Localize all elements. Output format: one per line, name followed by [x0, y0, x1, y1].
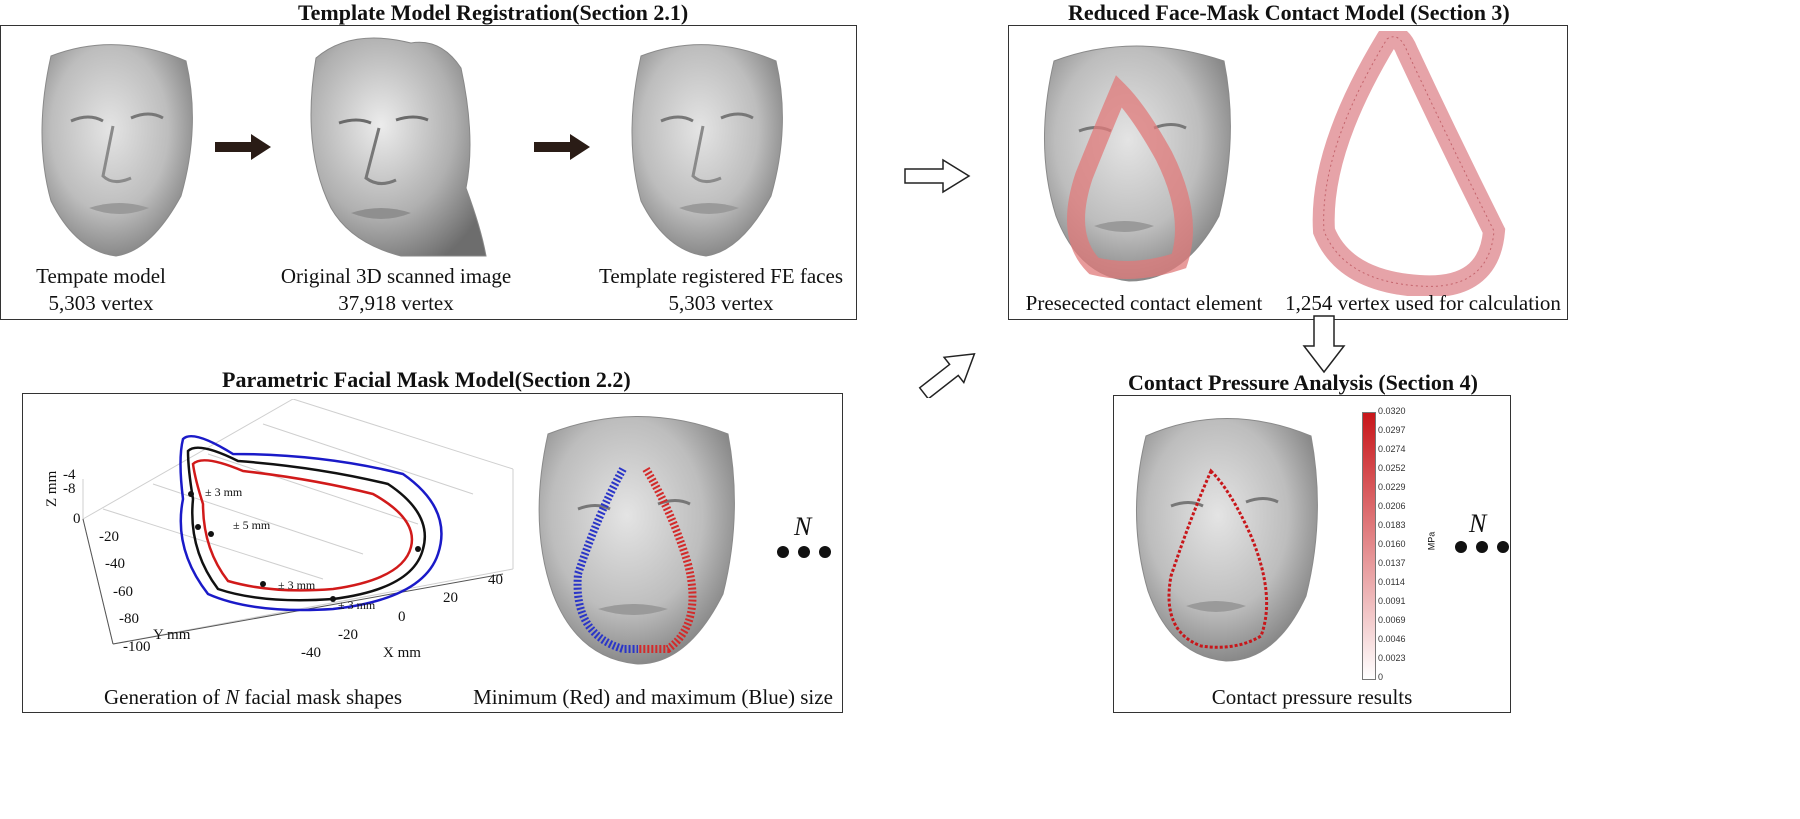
preselected-contact-caption: Presecected contact element	[1025, 291, 1263, 315]
scanned-face-image	[291, 28, 491, 258]
colorbar-tick-label: 0.0091	[1378, 596, 1406, 606]
min-mask-curve	[191, 459, 414, 592]
colorbar-unit: MPa	[1426, 531, 1437, 551]
parametric-mask-title: Parametric Facial Mask Model(Section 2.2…	[222, 367, 631, 392]
y-axis-label: Y mm	[153, 627, 191, 643]
face-with-contact-elements	[1034, 36, 1244, 286]
colorbar-tick-label: 0.0206	[1378, 501, 1406, 511]
caption-text: Generation of	[103, 685, 226, 709]
hollow-diagonal-arrow-icon	[918, 353, 976, 398]
y-tick: -80	[119, 611, 139, 627]
caption-line: 5,303 vertex	[668, 291, 774, 315]
colorbar-tick-label: 0.0320	[1378, 406, 1406, 416]
x-axis-label: X mm	[383, 645, 421, 661]
reduced-contact-title: Reduced Face-Mask Contact Model (Section…	[1068, 0, 1510, 25]
y-tick: -60	[113, 584, 133, 600]
caption-line: Template registered FE faces	[598, 264, 843, 288]
tolerance-annotation: ± 3 mm	[278, 578, 316, 592]
z-axis-label: Z mm	[44, 470, 60, 507]
colorbar-tick-label: 0.0046	[1378, 634, 1406, 644]
x-tick: 0	[398, 609, 406, 625]
pressure-results-caption: Contact pressure results	[1211, 685, 1413, 709]
colorbar-tick-label: 0.0069	[1378, 615, 1406, 625]
registered-fe-face-model	[621, 36, 791, 261]
colorbar-tick-label: 0.0229	[1378, 482, 1406, 492]
right-arrow-icon	[534, 134, 590, 160]
caption-line: 37,918 vertex	[338, 291, 454, 315]
face-pressure-map	[1126, 406, 1326, 666]
y-tick: -40	[105, 556, 125, 572]
face-min-max-mask	[528, 404, 748, 669]
colorbar-tick-label: 0.0274	[1378, 444, 1406, 454]
vertex-calculation-caption: 1,254 vertex used for calculation	[1285, 291, 1561, 315]
mask-shape-3d-plot: ± 3 mm ± 5 mm ± 3 mm ± 3 mm Z mm -4 -8 0…	[44, 399, 514, 661]
z-tick: -4	[63, 467, 76, 483]
z-tick: -8	[63, 481, 76, 497]
colorbar-tick-label: 0.0297	[1378, 425, 1406, 435]
min-max-caption: Minimum (Red) and maximum (Blue) size	[473, 685, 833, 709]
ellipsis-icon	[1455, 541, 1509, 553]
max-mask-curve	[179, 434, 443, 612]
right-arrow-icon	[215, 134, 271, 160]
tolerance-annotation: ± 3 mm	[205, 485, 243, 499]
x-tick: 20	[443, 590, 458, 606]
contact-pressure-panel: 0.0320 0.0297 0.0274 0.0252 0.0229 0.0206 0.01…	[1113, 395, 1511, 713]
parametric-mask-panel: ± 3 mm ± 5 mm ± 3 mm ± 3 mm Z mm -4 -8 0…	[22, 393, 843, 713]
registered-faces-caption: Template registered FE faces 5,303 verte…	[586, 263, 856, 317]
colorbar-ticks: 0.0320 0.0297 0.0274 0.0252 0.0229 0.0206 0.01…	[1378, 406, 1438, 684]
colorbar-tick-label: 0.0023	[1378, 653, 1406, 663]
contact-pressure-title: Contact Pressure Analysis (Section 4)	[1128, 370, 1478, 395]
ellipsis-icon	[777, 546, 831, 558]
template-model-caption: Tempate model 5,303 vertex	[6, 263, 196, 317]
caption-n: N	[225, 685, 240, 709]
generation-caption: Generation of N facial mask shapes	[63, 684, 443, 711]
colorbar-tick-label: 0.0137	[1378, 558, 1406, 568]
caption-line: 5,303 vertex	[48, 291, 154, 315]
colorbar-tick-label: 0.0252	[1378, 463, 1406, 473]
caption-line: Original 3D scanned image	[280, 264, 512, 288]
caption-text: facial mask shapes	[239, 685, 402, 709]
tolerance-annotation: ± 5 mm	[233, 518, 271, 532]
tolerance-annotation: ± 3 mm	[338, 598, 376, 612]
x-tick: -20	[338, 627, 358, 643]
y-tick: -100	[123, 639, 151, 655]
n-label: N	[794, 512, 812, 541]
pressure-colorbar	[1362, 412, 1376, 680]
scanned-image-caption: Original 3D scanned image 37,918 vertex	[266, 263, 526, 317]
x-tick: 40	[488, 572, 503, 588]
template-face-model	[31, 36, 201, 261]
template-registration-title: Template Model Registration(Section 2.1)	[298, 0, 689, 25]
nominal-mask-curve	[186, 446, 427, 602]
n-label: N	[1469, 509, 1487, 538]
hollow-down-arrow-icon	[1302, 315, 1346, 374]
template-registration-panel: Tempate model 5,303 vertex Original 3D s…	[0, 25, 857, 320]
colorbar-tick-label: 0.0160	[1378, 539, 1406, 549]
colorbar-tick-label: 0.0183	[1378, 520, 1406, 530]
z-tick: 0	[73, 511, 81, 527]
caption-line: Tempate model	[36, 264, 166, 288]
colorbar-tick-label: 0	[1378, 672, 1384, 682]
y-tick: -20	[99, 529, 119, 545]
x-tick: -40	[301, 645, 321, 661]
hollow-right-arrow-icon	[904, 158, 971, 194]
colorbar-tick-label: 0.0114	[1378, 577, 1405, 587]
reduced-contact-panel: Presecected contact element 1,254 vertex…	[1008, 25, 1568, 320]
contact-vertex-mesh	[1309, 31, 1509, 296]
